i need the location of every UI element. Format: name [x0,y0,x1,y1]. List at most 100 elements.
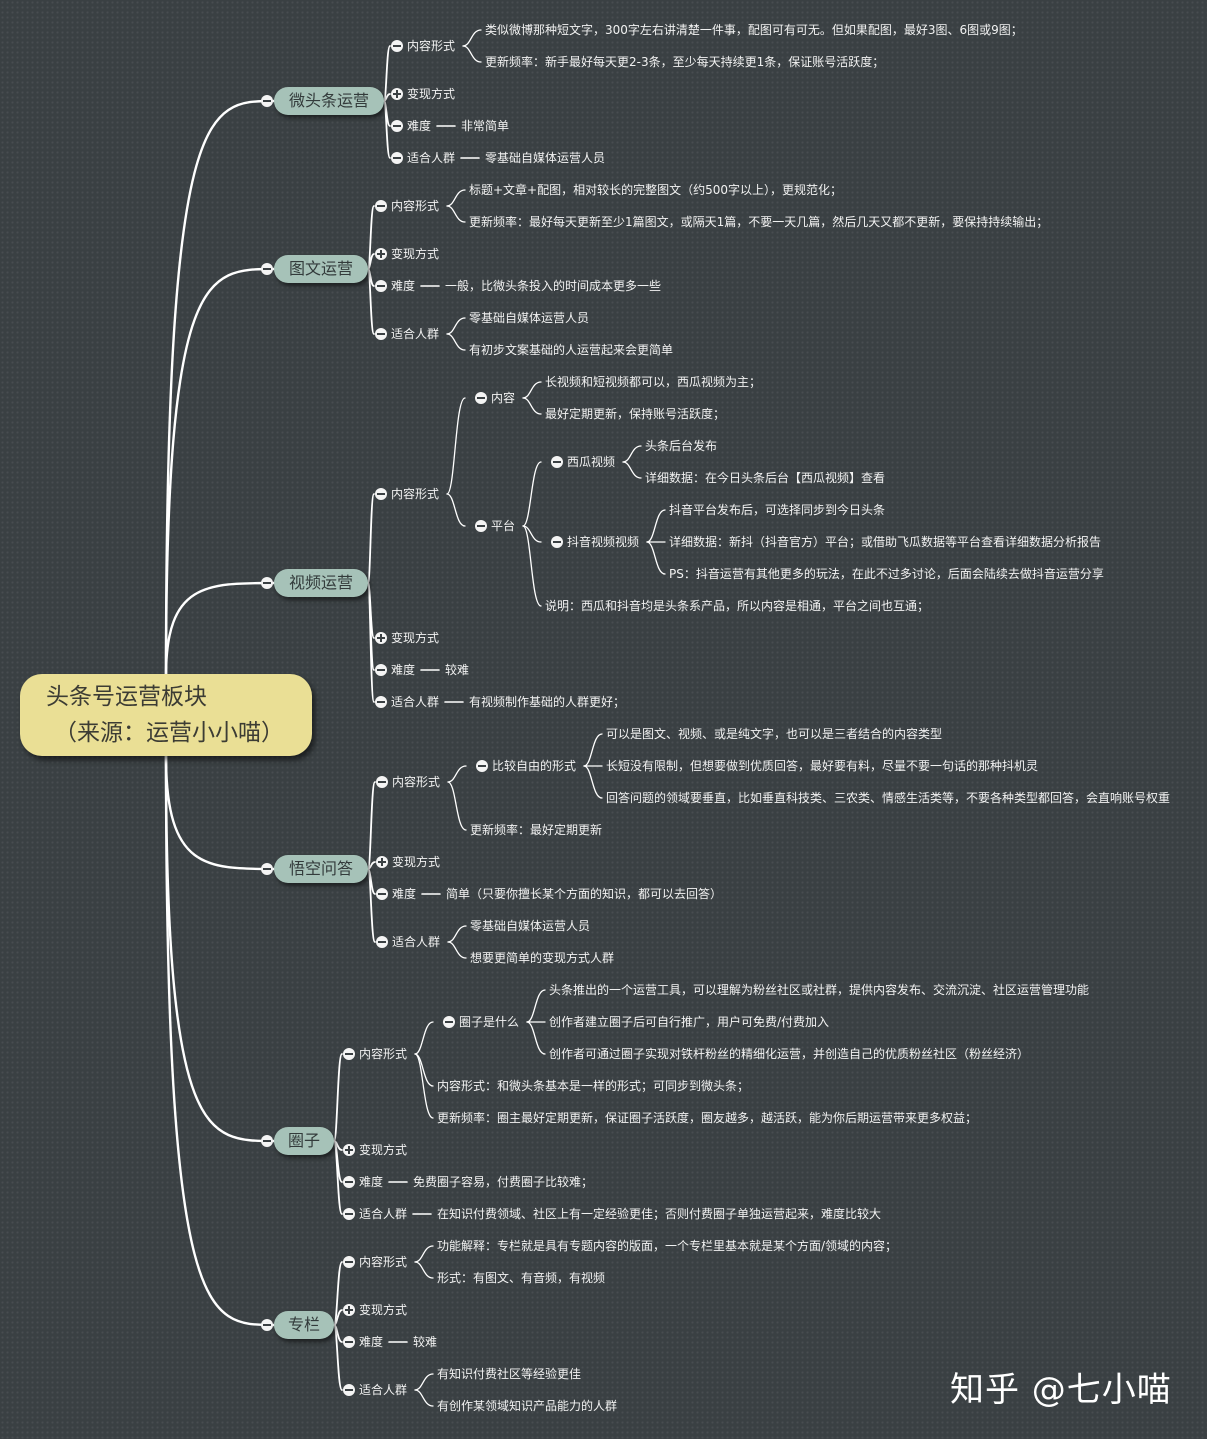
collapse-minus-icon[interactable] [391,152,403,164]
node-d3[interactable]: 说明：西瓜和抖音均是头条系产品，所以内容是相通，平台之间也互通； [545,599,930,613]
node-d2[interactable]: 更新频率：最好每天更新至少1篇图文，或隔天1篇，不要一天几篇，然后几天又都不更新… [469,215,1049,229]
collapse-minus-icon[interactable] [343,1176,355,1188]
node-d3[interactable]: 创作者建立圈子后可自行推广，用户可免费/付费加入 [549,1015,830,1029]
node-d1-value[interactable]: 在知识付费领域、社区上有一定经验更佳；否则付费圈子单独运营起来，难度比较大 [437,1207,882,1221]
collapse-minus-icon[interactable] [551,536,563,548]
node-d1[interactable]: 变现方式 [359,1303,408,1317]
node-d1[interactable]: 难度 [359,1335,384,1349]
node-d1[interactable]: 内容形式 [359,1255,408,1269]
collapse-minus-icon[interactable] [375,664,387,676]
branch-0[interactable]: 微头条运营 [274,87,384,115]
collapse-minus-icon[interactable] [343,1208,355,1220]
collapse-minus-icon[interactable] [375,328,387,340]
node-d2[interactable]: 圈子是什么 [459,1015,520,1029]
node-d2[interactable]: 比较自由的形式 [492,759,577,773]
node-d1-value[interactable]: 非常简单 [461,119,510,133]
node-d3[interactable]: 可以是图文、视频、或是纯文字，也可以是三者结合的内容类型 [606,727,943,741]
collapse-minus-icon[interactable] [391,40,403,52]
branch-5[interactable]: 专栏 [274,1311,334,1339]
collapse-minus-icon[interactable] [375,200,387,212]
collapse-minus-icon[interactable] [475,520,487,532]
node-d2[interactable]: 想要更简单的变现方式人群 [470,951,615,965]
node-d4[interactable]: 头条后台发布 [645,439,718,453]
expand-plus-icon[interactable] [376,856,388,868]
node-d1[interactable]: 适合人群 [391,327,440,341]
node-d1[interactable]: 内容形式 [391,487,440,501]
node-d1[interactable]: 难度 [407,119,432,133]
node-d4[interactable]: PS：抖音运营有其他更多的玩法，在此不过多讨论，后面会陆续去做抖音运营分享 [669,567,1104,581]
collapse-minus-icon[interactable] [443,1016,455,1028]
node-d1-value[interactable]: 有视频制作基础的人群更好； [469,695,626,709]
node-d1[interactable]: 内容形式 [359,1047,408,1061]
node-d1[interactable]: 适合人群 [392,935,441,949]
collapse-minus-icon[interactable] [375,280,387,292]
node-d3[interactable]: 回答问题的领域要垂直，比如垂直科技类、三农类、情感生活类等，不要各种类型都回答，… [606,791,1171,805]
collapse-minus-icon[interactable] [375,488,387,500]
collapse-minus-icon[interactable] [343,1336,355,1348]
collapse-minus-icon[interactable] [376,888,388,900]
node-d1[interactable]: 变现方式 [407,87,456,101]
root-topic[interactable]: 头条号运营板块 （来源：运营小小喵） [20,674,312,756]
node-d3[interactable]: 头条推出的一个运营工具，可以理解为粉丝社区或社群，提供内容发布、交流沉淀、社区运… [549,983,1090,997]
collapse-minus-icon[interactable] [343,1384,355,1396]
node-d1[interactable]: 内容形式 [392,775,441,789]
collapse-minus-icon[interactable] [261,577,273,589]
node-d1[interactable]: 难度 [391,279,416,293]
node-d2[interactable]: 形式：有图文、有音频，有视频 [437,1271,606,1285]
node-d1-value[interactable]: 零基础自媒体运营人员 [485,151,606,165]
node-d1-value[interactable]: 较难 [445,663,470,677]
node-d1-value[interactable]: 简单（只要你擅长某个方面的知识，都可以去回答） [446,887,723,901]
branch-1[interactable]: 图文运营 [274,255,368,283]
node-d2[interactable]: 标题+文章+配图，相对较长的完整图文（约500字以上），更规范化； [469,183,843,197]
node-d2[interactable]: 零基础自媒体运营人员 [470,919,591,933]
node-d2[interactable]: 零基础自媒体运营人员 [469,311,590,325]
node-d1[interactable]: 内容形式 [407,39,456,53]
collapse-minus-icon[interactable] [261,1135,273,1147]
collapse-minus-icon[interactable] [261,1319,273,1331]
node-d2[interactable]: 更新频率：新手最好每天更2-3条，至少每天持续更1条，保证账号活跃度； [485,55,885,69]
node-d1[interactable]: 适合人群 [359,1383,408,1397]
node-d2[interactable]: 内容 [491,391,516,405]
collapse-minus-icon[interactable] [376,776,388,788]
node-d1[interactable]: 变现方式 [391,631,440,645]
branch-3[interactable]: 悟空问答 [274,855,368,883]
node-d1-value[interactable]: 一般，比微头条投入的时间成本更多一些 [445,279,662,293]
node-d1-value[interactable]: 免费圈子容易，付费圈子比较难； [413,1175,594,1189]
node-d2[interactable]: 功能解释：专栏就是具有专题内容的版面，一个专栏里基本就是某个方面/领域的内容； [437,1239,898,1253]
node-d1[interactable]: 适合人群 [391,695,440,709]
node-d3[interactable]: 长短没有限制，但想要做到优质回答，最好要有料，尽量不要一句话的那种抖机灵 [606,759,1039,773]
expand-plus-icon[interactable] [343,1304,355,1316]
collapse-minus-icon[interactable] [261,263,273,275]
expand-plus-icon[interactable] [391,88,403,100]
node-d1[interactable]: 难度 [359,1175,384,1189]
node-d1[interactable]: 变现方式 [359,1143,408,1157]
collapse-minus-icon[interactable] [375,696,387,708]
expand-plus-icon[interactable] [343,1144,355,1156]
node-d2[interactable]: 有创作某领域知识产品能力的人群 [437,1399,618,1413]
collapse-minus-icon[interactable] [343,1048,355,1060]
expand-plus-icon[interactable] [375,632,387,644]
collapse-minus-icon[interactable] [475,392,487,404]
collapse-minus-icon[interactable] [376,936,388,948]
node-d2[interactable]: 内容形式：和微头条基本是一样的形式；可同步到微头条； [437,1079,750,1093]
node-d3[interactable]: 最好定期更新，保持账号活跃度； [545,407,726,421]
node-d3[interactable]: 西瓜视频 [567,455,616,469]
collapse-minus-icon[interactable] [261,863,273,875]
node-d4[interactable]: 详细数据：在今日头条后台【西瓜视频】查看 [645,471,886,485]
node-d1[interactable]: 内容形式 [391,199,440,213]
node-d1[interactable]: 适合人群 [407,151,456,165]
node-d1[interactable]: 适合人群 [359,1207,408,1221]
node-d1[interactable]: 难度 [392,887,417,901]
node-d3[interactable]: 抖音视频视频 [567,535,640,549]
node-d1-value[interactable]: 较难 [413,1335,438,1349]
node-d2[interactable]: 平台 [491,519,516,533]
node-d4[interactable]: 抖音平台发布后，可选择同步到今日头条 [669,503,886,517]
node-d3[interactable]: 创作者可通过圈子实现对铁杆粉丝的精细化运营，并创造自己的优质粉丝社区（粉丝经济） [549,1047,1030,1061]
collapse-minus-icon[interactable] [261,95,273,107]
node-d1[interactable]: 变现方式 [391,247,440,261]
node-d2[interactable]: 更新频率：圈主最好定期更新，保证圈子活跃度，圈友越多，越活跃，能为你后期运营带来… [437,1111,978,1125]
branch-4[interactable]: 圈子 [274,1127,334,1155]
collapse-minus-icon[interactable] [343,1256,355,1268]
expand-plus-icon[interactable] [375,248,387,260]
node-d4[interactable]: 详细数据：新抖（抖音官方）平台；或借助飞瓜数据等平台查看详细数据分析报告 [669,535,1102,549]
